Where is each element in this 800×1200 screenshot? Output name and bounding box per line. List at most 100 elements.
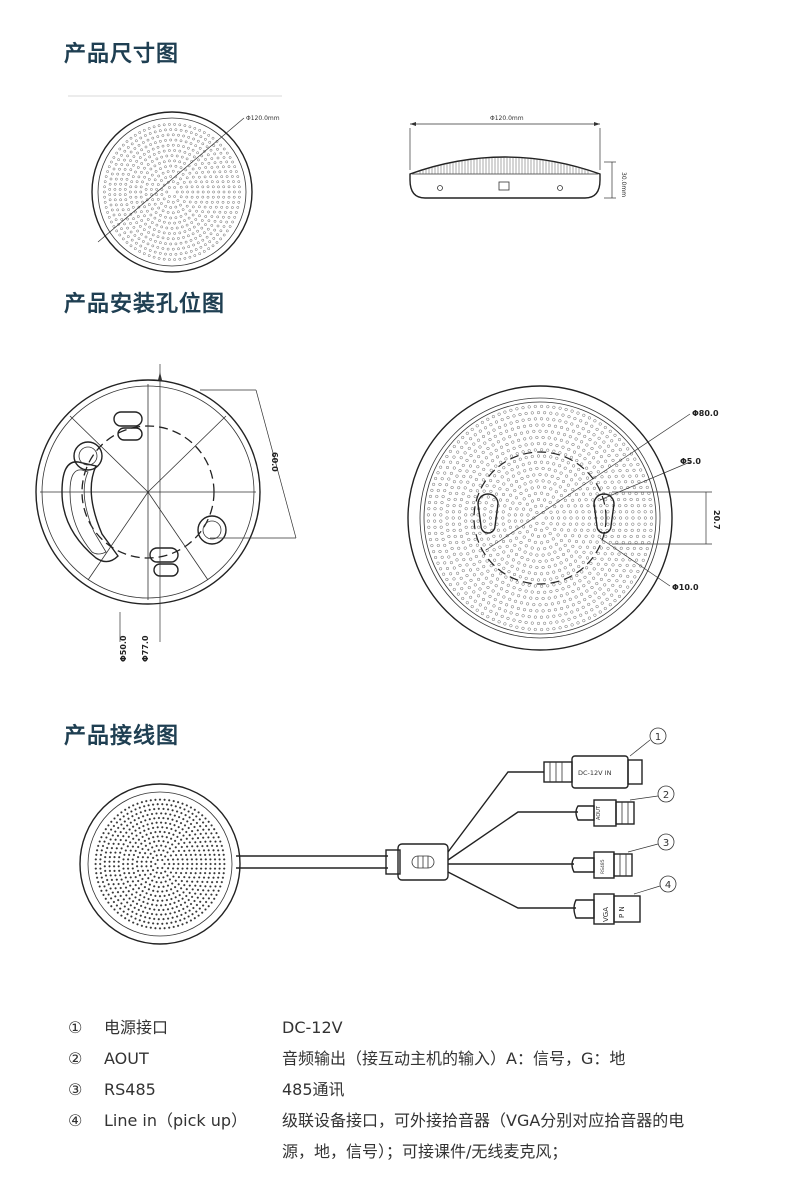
grille-hole: [474, 477, 478, 481]
grille-hole: [151, 822, 154, 825]
grille-hole: [549, 442, 553, 446]
grille-hole: [189, 239, 193, 242]
grille-hole: [456, 461, 460, 465]
grille-hole: [188, 833, 191, 837]
grille-hole: [451, 510, 455, 514]
grille-hole: [441, 495, 445, 499]
grille-hole: [213, 867, 217, 870]
grille-hole: [216, 180, 219, 184]
grille-hole: [458, 563, 462, 567]
grille-hole: [109, 828, 113, 831]
grille-hole: [176, 835, 179, 838]
grille-hole: [155, 913, 158, 916]
legend-desc: 音频输出（接互动主机的输入）A：信号，G：地: [282, 1049, 626, 1068]
grille-hole: [175, 190, 179, 194]
grille-hole: [127, 908, 130, 911]
grille-hole: [133, 247, 137, 250]
grille-hole: [521, 569, 525, 573]
grille-hole: [215, 831, 218, 835]
grille-hole: [114, 895, 117, 898]
grille-hole: [203, 205, 207, 209]
grille-hole: [595, 450, 599, 454]
grille-hole: [546, 417, 550, 421]
grille-hole: [571, 589, 575, 593]
grille-hole: [198, 166, 201, 170]
grille-hole: [134, 190, 137, 194]
grille-hole: [523, 608, 527, 612]
grille-hole: [136, 860, 139, 863]
grille-hole: [567, 415, 571, 419]
grille-hole: [618, 594, 622, 598]
grille-hole: [480, 460, 484, 464]
grille-hole: [100, 889, 103, 892]
grille-hole: [581, 510, 585, 514]
dc-connector: DC-12V IN: [543, 755, 643, 789]
grille-hole: [169, 813, 172, 816]
grille-hole: [489, 553, 493, 557]
grille-hole: [147, 150, 150, 153]
grille-hole: [475, 489, 479, 493]
grille-hole: [152, 836, 155, 839]
grille-hole: [435, 537, 439, 541]
grille-hole: [164, 165, 167, 169]
grille-hole: [198, 175, 201, 179]
grille-hole: [168, 799, 171, 802]
grille-hole: [158, 798, 162, 801]
grille-hole: [433, 513, 437, 517]
grille-hole: [170, 227, 174, 230]
grille-hole: [494, 568, 498, 572]
grille-hole: [599, 455, 603, 459]
grille-hole: [440, 555, 444, 559]
grille-hole: [194, 872, 197, 875]
grille-hole: [120, 823, 123, 826]
grille-hole: [199, 840, 202, 844]
grille-hole: [529, 565, 533, 569]
grille-hole: [547, 609, 551, 613]
grille-hole: [112, 824, 115, 828]
grille-hole: [116, 208, 119, 212]
grille-hole: [188, 891, 191, 894]
grille-hole: [132, 217, 135, 220]
grille-hole: [168, 123, 171, 126]
grille-hole: [560, 425, 564, 429]
grille-hole: [152, 869, 155, 872]
grille-hole: [186, 862, 189, 866]
grille-hole: [137, 879, 140, 883]
grille-hole: [580, 462, 584, 466]
grille-hole: [505, 498, 509, 502]
grille-hole: [492, 484, 496, 488]
grille-hole: [137, 175, 141, 179]
grille-hole: [108, 182, 112, 186]
grille-hole: [179, 919, 182, 922]
grille-hole: [134, 170, 137, 174]
grille-hole: [127, 208, 130, 211]
grille-hole: [168, 159, 171, 163]
grille-hole: [578, 545, 582, 549]
grille-hole: [196, 190, 200, 194]
grille-hole: [195, 862, 198, 866]
grille-hole: [236, 206, 240, 209]
grille-hole: [563, 534, 567, 538]
grille-hole: [549, 621, 553, 625]
grille-hole: [118, 167, 121, 171]
grille-hole: [170, 804, 173, 807]
grille-hole: [611, 528, 615, 532]
grille-hole: [581, 522, 585, 526]
grille-hole: [129, 222, 132, 225]
grille-hole: [134, 185, 138, 189]
grille-hole: [543, 485, 547, 489]
grille-hole: [103, 860, 106, 863]
grille-hole: [148, 225, 151, 229]
grille-hole: [212, 889, 215, 892]
grille-hole: [153, 908, 156, 911]
grille-hole: [473, 449, 477, 453]
grille-hole: [549, 455, 553, 459]
grille-hole: [130, 915, 133, 918]
grille-hole: [155, 871, 158, 874]
grille-hole: [151, 879, 154, 882]
grille-hole: [519, 540, 523, 544]
grille-hole: [171, 211, 175, 215]
grille-hole: [533, 417, 537, 421]
grille-hole: [140, 162, 143, 165]
dc-label: DC-12V IN: [578, 769, 612, 777]
